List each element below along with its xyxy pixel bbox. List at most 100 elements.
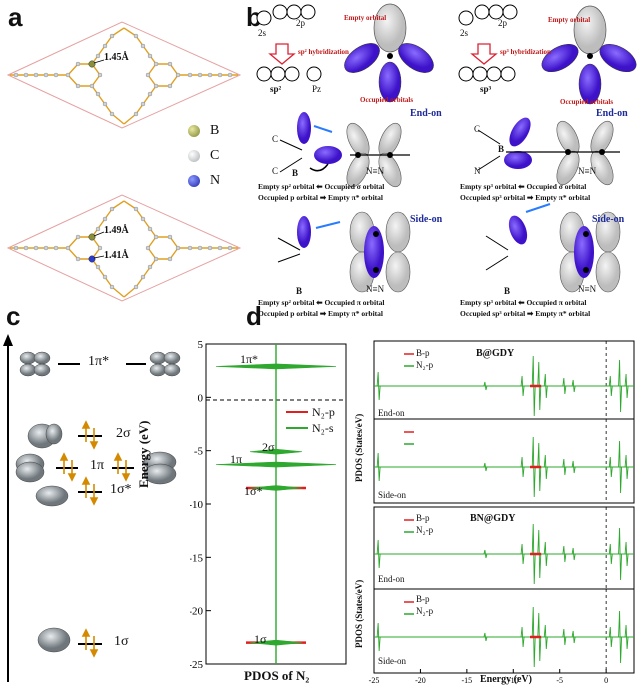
mo-lobes-pi-left xyxy=(15,453,45,483)
n2-y-tick-label-6: -25 xyxy=(190,659,203,671)
element-legend: B C N xyxy=(188,118,248,193)
legend-item-c: C xyxy=(188,143,248,168)
label-c1-left: C xyxy=(272,134,279,144)
subplot-label-end-on-2: End-on xyxy=(378,574,405,584)
label-b-right: B xyxy=(498,144,505,154)
boron-sphere-icon xyxy=(188,124,200,137)
level-label-sigma-star: 1σ* xyxy=(244,484,263,498)
hybridization-arrow-right xyxy=(470,43,498,65)
label-empty-orbital-right: Empty orbital xyxy=(548,16,591,24)
panel-label-a: a xyxy=(8,2,23,32)
bgdy-legend-n2p: N₂-p xyxy=(416,360,434,370)
legend-label-c: C xyxy=(210,147,220,163)
orbital-boxes-right xyxy=(458,4,518,82)
pdos-subplot-3 xyxy=(373,588,635,674)
legend-item-b: B xyxy=(188,118,248,143)
boron-atom-bottom xyxy=(88,233,96,241)
energy-axis-arrow-icon xyxy=(3,334,13,346)
mo-lobes-pi-right xyxy=(143,451,177,485)
pdos-x-tick-label-2: -15 xyxy=(462,676,473,685)
label-end-on-right: End-on xyxy=(596,108,628,119)
pdos-x-tick-label-3: -10 xyxy=(508,676,519,685)
panel-label-d: d xyxy=(246,301,262,331)
side-on-left-schematic xyxy=(277,211,411,293)
subplot-label-side-on-1: Side-on xyxy=(378,490,406,500)
label-nn-left-side: N≡N xyxy=(366,284,385,294)
mo-lobes-pi-star-left xyxy=(19,351,51,377)
legend-n2p-label: N₂-p xyxy=(312,405,335,419)
bngdy-legend-n2p-2: N₂-p xyxy=(416,606,434,616)
n2-y-tick-label-4: -15 xyxy=(190,552,203,564)
panel-label-b: b xyxy=(246,2,262,32)
mo-lobes-sigma xyxy=(37,627,71,653)
atoms-top xyxy=(13,33,233,117)
electron-spin-arrows xyxy=(59,420,131,658)
end-on-left-line-2: Occupied p orbital ➡ Empty π* orbital xyxy=(258,193,383,202)
n2-y-tick-label-2: -5 xyxy=(194,446,204,458)
n2-pdos-chart: 5 0 -5 -10 -15 -20 -25 xyxy=(190,339,347,671)
pdos-subplot-1 xyxy=(373,418,635,504)
label-hybrid-left: sp² hybridization xyxy=(298,48,349,56)
mo-label-2sigma: 2σ xyxy=(116,426,131,441)
mo-lobes-2sigma xyxy=(27,423,63,449)
legend-label-b: B xyxy=(210,122,220,138)
label-2s-right: 2s xyxy=(460,28,469,38)
label-nn-right-side: N≡N xyxy=(578,284,597,294)
bngdy-title: BN@GDY xyxy=(470,513,516,524)
unit-cell-bottom xyxy=(6,194,242,302)
side-on-right-line-2: Occupied sp³ orbital ➡ Empty π* orbital xyxy=(460,309,591,318)
label-occupied-right: Occupied orbitals xyxy=(560,98,614,106)
end-on-left-line-1: Empty sp² orbital ⬅ Occupied σ orbital xyxy=(258,182,385,191)
side-on-left-line-1: Empty sp² orbital ⬅ Occupied π orbital xyxy=(258,298,385,307)
panel-c-mo-diagram xyxy=(3,334,181,682)
carbon-sphere-icon xyxy=(188,149,200,162)
pdos-xlabel: Energy (eV) xyxy=(480,674,532,685)
label-nn-left: N≡N xyxy=(366,166,385,176)
side-on-right-line-1: Empty sp³ orbital ⬅ Occupied π orbital xyxy=(460,298,587,307)
level-label-pi: 1π xyxy=(230,452,243,466)
mo-label-pi: 1π xyxy=(90,458,105,473)
end-on-right-schematic xyxy=(477,117,620,186)
n2-y-ticks: 5 0 -5 -10 -15 -20 -25 xyxy=(190,339,211,671)
pdos-x-tick-label-0: -25 xyxy=(369,676,380,685)
label-pz-left: Pz xyxy=(312,84,321,94)
bngdy-legend-bp: B-p xyxy=(416,513,430,523)
level-label-sigma: 1σ xyxy=(254,632,267,646)
subplot-label-end-on-1: End-on xyxy=(378,408,405,418)
label-2p-left: 2p xyxy=(296,18,305,28)
label-end-on-left: End-on xyxy=(410,108,442,119)
panel-label-c: c xyxy=(6,301,21,331)
mo-label-pi-star: 1π* xyxy=(88,354,110,369)
bond-length-top: 1.45Å xyxy=(104,52,129,63)
pdos-ylabel-top: PDOS (States/eV) xyxy=(354,413,364,482)
label-sp2-left: sp² xyxy=(270,84,282,94)
atoms-bottom xyxy=(13,206,233,290)
label-n-right: N xyxy=(474,166,481,176)
mo-label-sigma: 1σ xyxy=(114,634,129,649)
n2-y-tick-label-0: 5 xyxy=(198,339,204,351)
mo-label-sigma-star: 1σ* xyxy=(110,482,132,497)
label-hybrid-right: sp³ hybridization xyxy=(500,48,551,56)
bngdy-legend-bp-2: B-p xyxy=(416,594,430,604)
panel-a-structures xyxy=(6,21,242,302)
nitrogen-atom-bottom xyxy=(88,255,96,263)
label-side-on-right: Side-on xyxy=(592,214,625,225)
bgdy-title: B@GDY xyxy=(476,348,515,359)
label-sp3-right: sp³ xyxy=(480,84,492,94)
n2-y-tick-label-5: -20 xyxy=(190,606,203,618)
unit-cell-top xyxy=(6,21,242,129)
sp3-orbital-shape xyxy=(541,5,637,105)
mo-lobes-sigma-star xyxy=(35,485,69,507)
side-on-left-line-2: Occupied p orbital ➡ Empty π* orbital xyxy=(258,309,383,318)
legend-label-n: N xyxy=(210,172,221,188)
bond-length-bottom-2: 1.41Å xyxy=(104,250,129,261)
label-c-right: C xyxy=(474,124,481,134)
panel-b-orbital-diagrams xyxy=(256,3,637,293)
n2-y-tick-label-1: 0 xyxy=(198,392,204,404)
label-b-left: B xyxy=(292,168,299,178)
legend-n2s-label: N₂-s xyxy=(312,421,334,435)
hybridization-arrow-left xyxy=(268,43,296,65)
n2-y-tick-label-3: -10 xyxy=(190,499,203,511)
mo-lobes-pi-star-right xyxy=(149,351,181,377)
label-2s-left: 2s xyxy=(258,28,267,38)
